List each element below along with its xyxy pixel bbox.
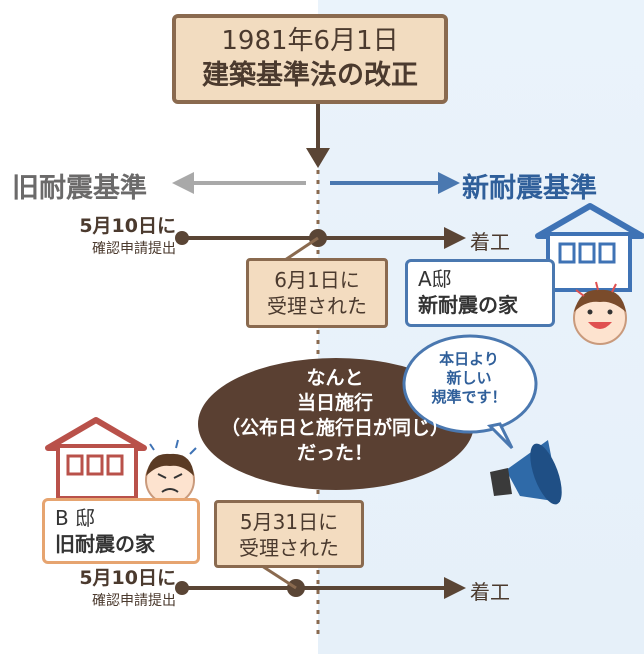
happy-person-icon <box>573 281 627 345</box>
new-arrow-head <box>438 172 460 194</box>
speech-bubble <box>402 334 538 434</box>
announcement-line4: だった！ <box>296 442 373 464</box>
house-a-type: 新耐震の家 <box>418 293 518 317</box>
announcement-line2: 当日施行 <box>296 392 373 414</box>
house-b-icon <box>45 417 147 500</box>
case-b-connector <box>261 564 297 590</box>
speech-line1: 本日より <box>439 350 499 368</box>
announcement-line3: （公布日と施行日が同じ） <box>220 417 449 439</box>
case-a-apply-date: 5月10日に <box>79 215 176 237</box>
title-arrow-head <box>306 148 330 168</box>
case-a-apply-text: 確認申請提出 <box>92 241 176 257</box>
house-a-label: A邸 新耐震の家 <box>405 259 555 327</box>
house-b-label: B 邸 旧耐震の家 <box>42 498 200 564</box>
speech-line2: 新しい <box>446 369 492 387</box>
house-a-icon <box>535 203 644 292</box>
case-b-apply-label: 5月10日に 確認申請提出 <box>46 566 176 610</box>
house-b-type: 旧耐震の家 <box>55 532 155 556</box>
case-a-received-text: 受理された <box>267 294 367 318</box>
old-arrow-head <box>172 172 194 194</box>
megaphone-icon <box>490 440 562 505</box>
case-a-apply-dot <box>175 231 189 245</box>
case-b-apply-text: 確認申請提出 <box>92 593 176 609</box>
revision-date: 1981年6月1日 <box>221 26 399 56</box>
case-a-start-label: 着工 <box>470 230 510 254</box>
announcement-text: なんと 当日施行 （公布日と施行日が同じ） だった！ <box>200 366 470 466</box>
case-b-arrow-head <box>444 577 466 599</box>
case-b-start-label: 着工 <box>470 580 510 604</box>
case-a-received-box: 6月1日に 受理された <box>246 258 388 328</box>
case-b-apply-date: 5月10日に <box>79 567 176 589</box>
new-standard-label: 新耐震基準 <box>462 173 597 204</box>
case-b-received-text: 受理された <box>239 536 339 560</box>
speech-text: 本日より 新しい 規準です！ <box>414 350 524 407</box>
revision-title: 建築基準法の改正 <box>202 60 418 91</box>
announcement-line1: なんと <box>306 367 364 389</box>
speech-bubble-tail <box>486 422 514 450</box>
case-b-received-box: 5月31日に 受理された <box>214 500 364 568</box>
house-b-name: B 邸 <box>55 506 96 530</box>
case-a-received-date: 6月1日に <box>274 268 360 292</box>
speech-line3: 規準です！ <box>431 388 507 406</box>
case-a-arrow-head <box>444 227 466 249</box>
case-a-apply-label: 5月10日に 確認申請提出 <box>46 214 176 258</box>
house-a-name: A邸 <box>418 267 452 291</box>
old-standard-label: 旧耐震基準 <box>12 173 147 204</box>
case-b-received-date: 5月31日に <box>239 510 339 534</box>
law-revision-title-box: 1981年6月1日 建築基準法の改正 <box>172 14 448 104</box>
angry-person-icon <box>145 439 197 505</box>
case-b-apply-dot <box>175 581 189 595</box>
